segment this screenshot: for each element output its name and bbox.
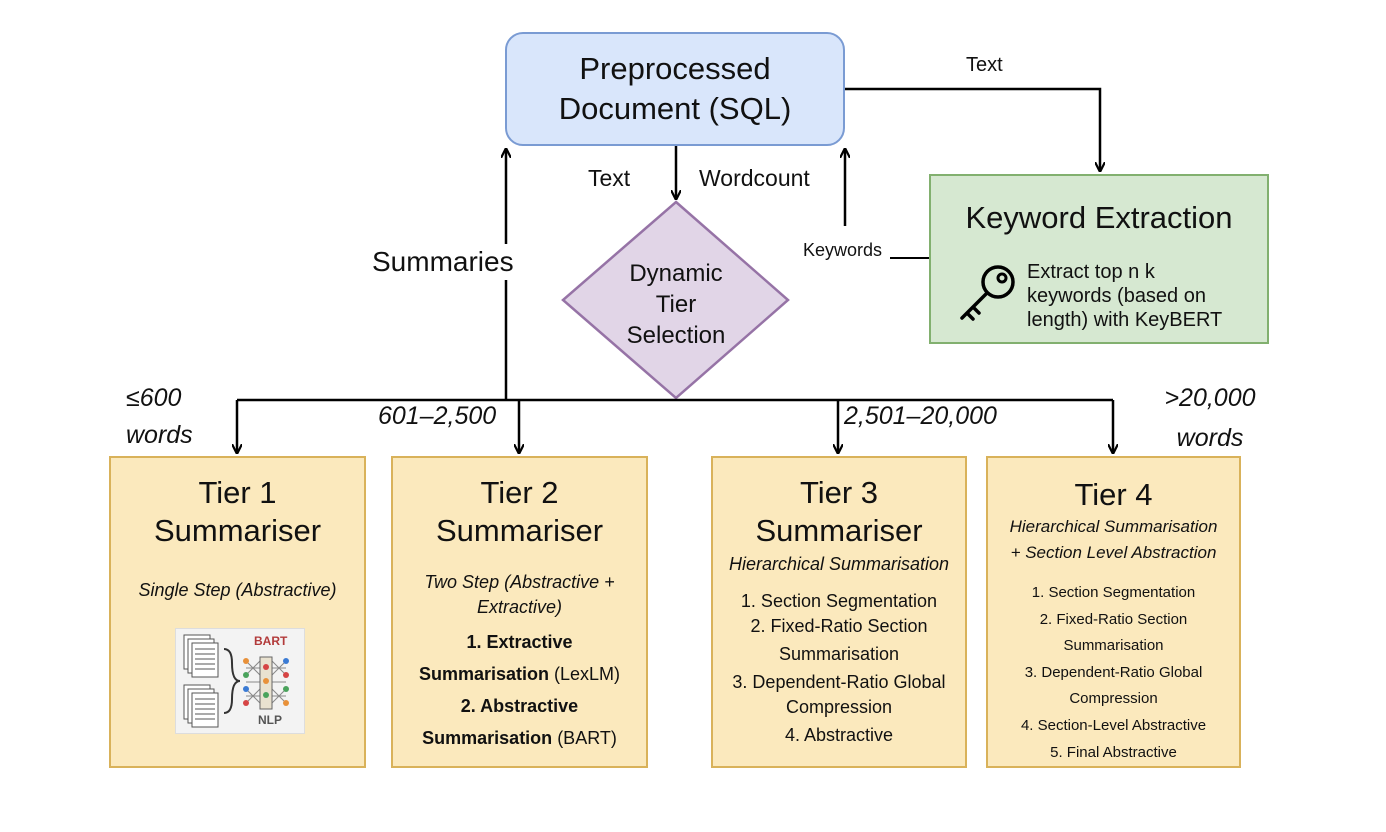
keyword-extraction-node: Keyword Extraction Extract top n k keywo… — [929, 174, 1269, 344]
tier-selection-line: Dynamic — [629, 260, 723, 287]
tier-selection-line: Tier — [655, 291, 697, 318]
document-node-title-line2: Document (SQL) — [558, 91, 792, 126]
tier3-subtitle: Hierarchical Summarisation — [728, 554, 950, 574]
tier2-step1-line1: 1. Extractive — [466, 632, 573, 652]
tier2-title-summariser: Summariser — [435, 513, 604, 548]
tier-selection-diamond — [561, 200, 790, 400]
tier3-step-line: 4. Abstractive — [784, 725, 894, 745]
tier3-step-line: Compression — [785, 697, 893, 717]
tier4-subtitle-line: Hierarchical Summarisation — [1009, 517, 1218, 536]
edge-label-text-keywords: Text — [966, 54, 1003, 76]
tier2-step2-line1: 2. Abstractive — [460, 696, 579, 716]
preprocessed-document-node: Preprocessed Document (SQL) — [505, 32, 845, 146]
tier1-title: Tier 1 — [198, 475, 277, 510]
tier3-step-line: 1. Section Segmentation — [740, 591, 938, 611]
range-label-tier1: ≤600 words — [126, 380, 193, 454]
edge-label-summaries: Summaries — [372, 244, 514, 280]
tier3-steps: 1. Section Segmentation 2. Fixed-Ratio S… — [713, 589, 965, 748]
tier2-subtitle-line: Extractive) — [476, 597, 563, 617]
tier4-step-line: 2. Fixed-Ratio Section — [1039, 610, 1188, 628]
tier2-step1-bold: Summarisation — [418, 664, 550, 684]
tier4-step-line: 3. Dependent-Ratio Global — [1024, 663, 1203, 681]
tier4-node: Tier 4 Hierarchical Summarisation + Sect… — [986, 456, 1241, 768]
tier3-step-line: 3. Dependent-Ratio Global — [732, 672, 946, 692]
tier2-step2-line2: Summarisation (BART) — [393, 722, 646, 754]
tier2-title: Tier 2 — [480, 475, 559, 510]
tier4-step-line: Summarisation — [1063, 637, 1164, 655]
keyword-node-description: Extract top n k keywords (based on lengt… — [1027, 260, 1267, 332]
keyword-desc-line: keywords (based on — [1027, 285, 1206, 307]
tier2-subtitle-line: Two Step (Abstractive + — [424, 572, 615, 592]
document-node-title-line1: Preprocessed — [579, 51, 771, 86]
tier4-step-line: 4. Section-Level Abstractive — [1020, 716, 1207, 734]
tier2-step1-line2: Summarisation (LexLM) — [393, 658, 646, 690]
key-icon — [960, 265, 1015, 321]
tier4-step-line: 1. Section Segmentation — [1031, 584, 1196, 601]
tier-selection-line: Selection — [626, 322, 726, 349]
tier1-title-summariser: Summariser — [153, 513, 322, 548]
tier3-step-line: 2. Fixed-Ratio Section — [750, 616, 928, 636]
tier2-step2-bold: Summarisation — [422, 728, 553, 748]
tier2-step2-model: (BART) — [552, 728, 617, 748]
keyword-desc-line: length) with KeyBERT — [1027, 309, 1223, 331]
bart-nlp-icon: BART NLP — [175, 628, 305, 734]
tier-selection-label: Dynamic Tier Selection — [584, 258, 768, 351]
edge-label-keywords: Keywords — [803, 240, 883, 260]
range-tier4-line: words — [1176, 424, 1244, 452]
edge-doc-to-keywords — [845, 87, 1100, 170]
tier4-steps: 1. Section Segmentation 2. Fixed-Ratio S… — [988, 580, 1239, 766]
range-tier4-line: >20,000 — [1164, 384, 1256, 412]
keyword-desc-line: Extract top n k — [1027, 261, 1155, 283]
tier3-step-line: Summarisation — [778, 644, 900, 664]
tier1-subtitle: Single Step (Abstractive) — [138, 580, 337, 600]
tier2-node: Tier 2 Summariser Two Step (Abstractive … — [391, 456, 648, 768]
tier4-step-line: Compression — [1069, 690, 1158, 708]
tier4-subtitle: Hierarchical Summarisation + Section Lev… — [988, 514, 1239, 566]
tier3-title: Tier 3 — [799, 475, 879, 510]
keyword-node-title: Keyword Extraction — [965, 200, 1233, 235]
range-tier1-line: ≤600 — [126, 384, 182, 412]
tier1-node: Tier 1 Summariser Single Step (Abstracti… — [109, 456, 366, 768]
tier2-subtitle: Two Step (Abstractive + Extractive) — [393, 570, 646, 620]
edge-label-text: Text — [588, 165, 631, 191]
nlp-label: NLP — [258, 713, 282, 727]
tier4-step-line: 5. Final Abstractive — [1050, 743, 1177, 761]
tier4-title: Tier 4 — [1074, 477, 1153, 512]
bart-label: BART — [254, 634, 288, 648]
range-tier1-line: words — [126, 421, 193, 449]
range-label-tier2: 601–2,500 — [378, 402, 497, 430]
tier3-title-summariser: Summariser — [755, 513, 923, 548]
tier4-subtitle-line: + Section Level Abstraction — [1010, 543, 1217, 562]
tier2-step1-model: (LexLM) — [549, 664, 621, 684]
tier2-steps: 1. Extractive Summarisation (LexLM) 2. A… — [393, 626, 646, 754]
edge-label-wordcount: Wordcount — [699, 165, 810, 191]
range-label-tier3: 2,501–20,000 — [844, 402, 997, 430]
tier3-node: Tier 3 Summariser Hierarchical Summarisa… — [711, 456, 967, 768]
range-label-tier4: >20,000 words — [1150, 378, 1270, 458]
